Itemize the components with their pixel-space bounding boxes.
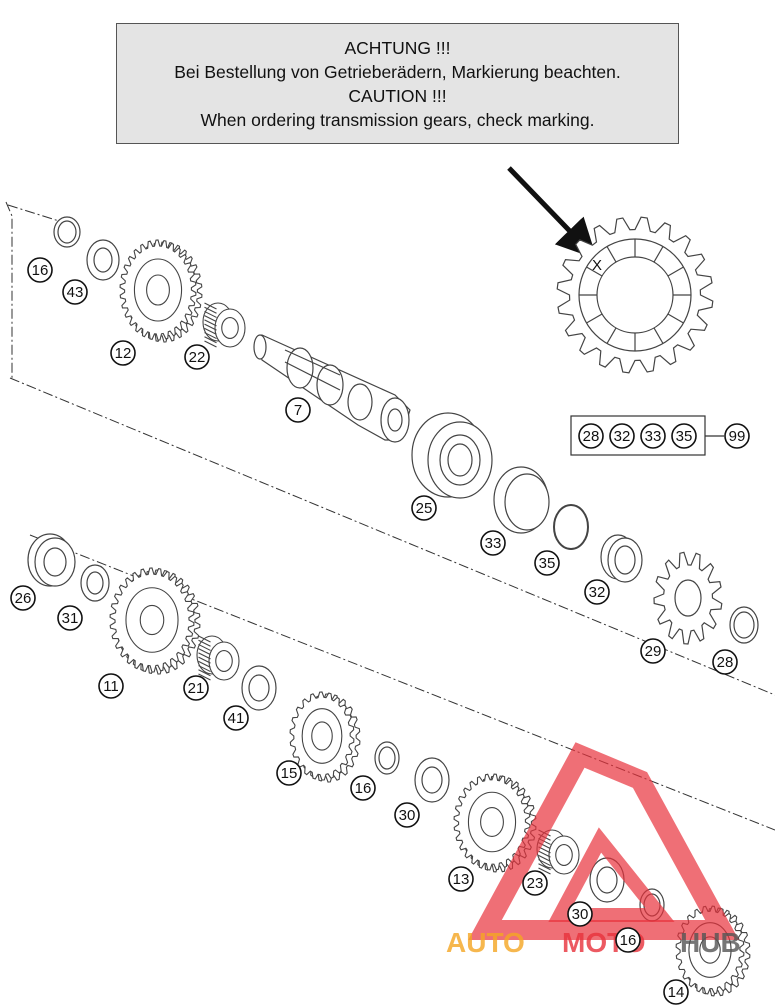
gear-12 — [119, 239, 203, 343]
caution-line-de-text: Bei Bestellung von Getrieberädern, Marki… — [174, 61, 621, 82]
caution-box: ACHTUNG !!! Bei Bestellung von Getrieber… — [116, 23, 679, 144]
sleeve-32 — [600, 534, 643, 583]
kit-item-label: 33 — [645, 428, 662, 445]
part-label-p41: 41 — [223, 705, 249, 731]
kit-item-label: 35 — [676, 428, 693, 445]
detail-gear — [556, 216, 714, 374]
part-label-p14: 14 — [663, 979, 689, 1005]
o-ring-35 — [553, 504, 589, 550]
part-circlip-16a — [53, 216, 81, 248]
kit-item: 32 — [609, 423, 635, 449]
part-label-p33: 33 — [480, 530, 506, 556]
circlip-16b — [374, 741, 400, 775]
part-label-p30b: 30 — [567, 901, 593, 927]
part-label-p15: 15 — [276, 760, 302, 786]
gear-13 — [453, 773, 537, 873]
needle-bearing-21 — [196, 635, 240, 681]
kit-item-label: 28 — [583, 428, 600, 445]
washer-31 — [80, 564, 110, 602]
part-label-p43: 43 — [62, 279, 88, 305]
gear-15 — [289, 691, 361, 783]
part-label-text: 43 — [67, 284, 84, 301]
bearing-26 — [27, 533, 76, 587]
part-label-text: 16 — [620, 932, 637, 949]
caution-line-en-text: When ordering transmission gears, check … — [200, 109, 595, 130]
watermark-text-1: AUTO — [446, 927, 525, 958]
gear-11 — [109, 567, 201, 675]
caution-line-de-title: ACHTUNG !!! — [344, 37, 451, 58]
part-label-text: 13 — [453, 871, 470, 888]
part-label-text: 30 — [572, 906, 589, 923]
part-label-p35: 35 — [534, 550, 560, 576]
part-label-p32: 32 — [584, 579, 610, 605]
part-label-text: 7 — [294, 402, 302, 419]
part-label-text: 26 — [15, 590, 32, 607]
caution-line-en-title: CAUTION !!! — [348, 85, 447, 106]
part-label-text: 35 — [539, 555, 556, 572]
washer-30a — [414, 757, 450, 803]
kit-box: 28 32 33 35 99 — [570, 415, 750, 456]
part-label-p21: 21 — [183, 675, 209, 701]
watermark-triangle-inner — [548, 827, 675, 922]
sprocket-29 — [653, 551, 723, 645]
axis-line-upper-diagonal — [7, 204, 60, 222]
part-label-p16b: 16 — [350, 775, 376, 801]
part-label-text: 15 — [281, 765, 298, 782]
part-label-text: 29 — [645, 643, 662, 660]
kit-result-label: 99 — [729, 428, 746, 445]
ball-bearing-25 — [411, 412, 493, 499]
part-washer-43 — [86, 239, 120, 281]
kit-item: 28 — [578, 423, 604, 449]
part-label-p31: 31 — [57, 605, 83, 631]
part-label-text: 32 — [589, 584, 606, 601]
part-label-p26: 26 — [10, 585, 36, 611]
washer-41 — [241, 665, 277, 711]
part-label-p11: 11 — [98, 673, 124, 699]
part-label-text: 28 — [717, 654, 734, 671]
part-label-text: 23 — [527, 875, 544, 892]
part-needle-bearing-22 — [202, 302, 246, 348]
part-label-text: 41 — [228, 710, 245, 727]
axis-line-upper — [5, 201, 13, 378]
part-label-text: 30 — [399, 807, 416, 824]
part-label-p23: 23 — [522, 870, 548, 896]
part-label-p7: 7 — [285, 397, 311, 423]
part-label-p16a: 16 — [27, 257, 53, 283]
kit-items: 28 32 33 35 — [578, 423, 697, 449]
part-label-p16c: 16 — [615, 927, 641, 953]
part-label-p22: 22 — [184, 344, 210, 370]
watermark-text-3: HUB — [680, 927, 741, 958]
part-label-text: 25 — [416, 500, 433, 517]
main-shaft-7 — [253, 334, 411, 443]
part-label-text: 21 — [188, 680, 205, 697]
circlip-28 — [729, 606, 759, 644]
kit-item-label: 32 — [614, 428, 631, 445]
ring-33 — [493, 466, 550, 534]
marking-symbol: X — [592, 257, 602, 274]
part-label-text: 16 — [32, 262, 49, 279]
part-label-p30a: 30 — [394, 802, 420, 828]
part-label-p13: 13 — [448, 866, 474, 892]
kit-item: 33 — [640, 423, 666, 449]
watermark-triangle-outer — [468, 742, 739, 940]
part-label-text: 14 — [668, 984, 685, 1001]
part-label-text: 16 — [355, 780, 372, 797]
part-label-text: 22 — [189, 349, 206, 366]
part-labels: 16 43 12 22 7 25 33 35 32 29 28 26 31 11 21 41 15 16 30 13 2… — [10, 257, 738, 1005]
part-label-text: 12 — [115, 345, 132, 362]
part-label-text: 33 — [485, 535, 502, 552]
marking-arrow — [507, 166, 597, 260]
part-label-text: 11 — [103, 678, 119, 695]
watermark: AUTO MOTO HUB — [446, 742, 741, 958]
kit-result: 99 — [724, 423, 750, 449]
needle-bearing-23 — [536, 829, 580, 875]
part-label-p28: 28 — [712, 649, 738, 675]
part-label-p12: 12 — [110, 340, 136, 366]
part-label-p25: 25 — [411, 495, 437, 521]
part-label-text: 31 — [62, 610, 79, 627]
kit-item: 35 — [671, 423, 697, 449]
part-label-p29: 29 — [640, 638, 666, 664]
